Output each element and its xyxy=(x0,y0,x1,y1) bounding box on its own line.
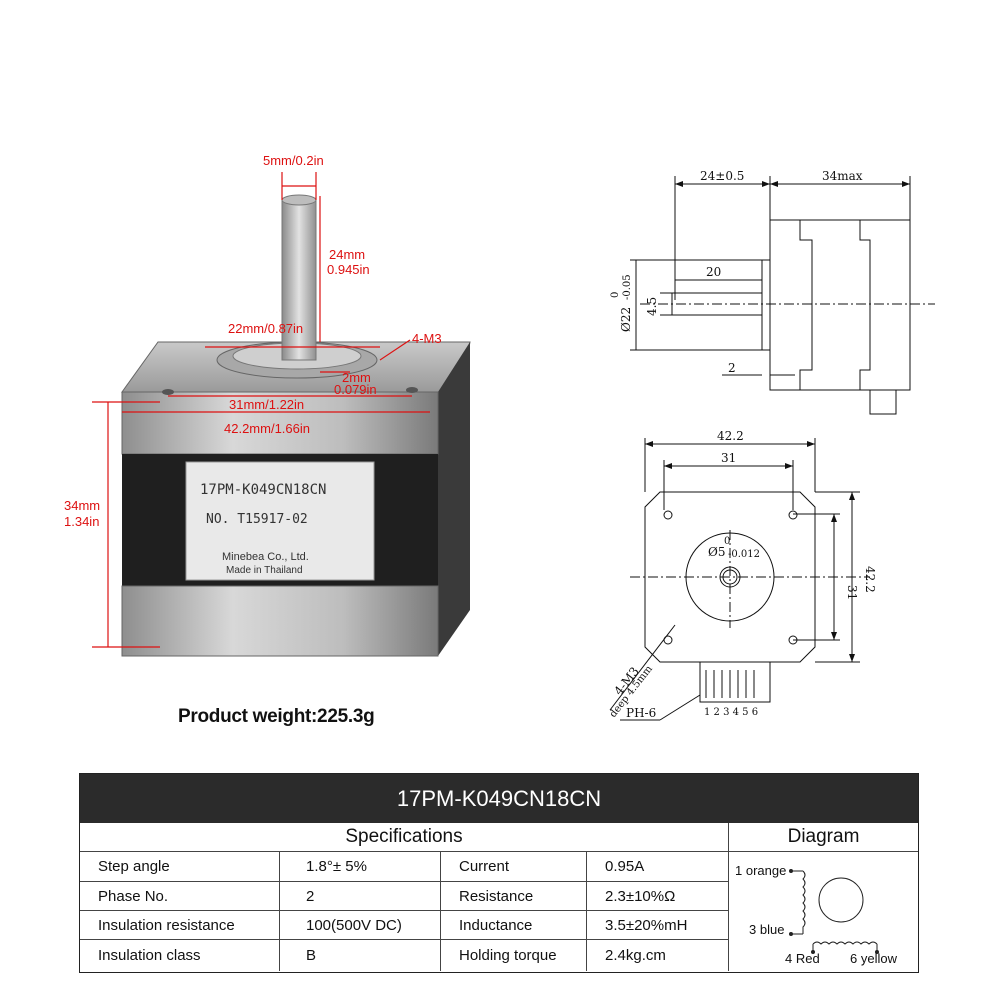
wire-label-red: 4 Red xyxy=(785,951,820,966)
product-photo: 5mm/0.2in 24mm 0.945in 22mm/0.87in 4-M3 … xyxy=(0,0,560,700)
table-row-value: 3.5±20%mH xyxy=(587,911,729,940)
front-width: 42.2 xyxy=(717,429,744,443)
side-shaft-length: 24±0.5 xyxy=(700,169,744,183)
side-flat-length: 20 xyxy=(706,265,721,279)
body-length-mm-dimension: 34mm xyxy=(64,498,101,513)
front-shaft-tol-upper: 0 xyxy=(724,536,730,547)
table-row-label: Current xyxy=(441,852,587,882)
table-row-value: 2.3±10%Ω xyxy=(587,882,729,911)
table-row-value: 0.95A xyxy=(587,852,729,882)
wire-label-blue: 3 blue xyxy=(749,922,785,937)
shaft-length-in-dimension: 0.945in xyxy=(327,262,370,277)
table-row-label: Inductance xyxy=(441,911,587,940)
table-row-label: Step angle xyxy=(80,852,280,882)
table-row-label: Insulation class xyxy=(80,940,280,971)
front-connector-pins: 1 2 3 4 5 6 xyxy=(704,707,758,718)
wire-label-orange: 1 orange xyxy=(735,863,787,878)
boss-height-in-dimension: 0.079in xyxy=(334,382,377,397)
body-width-dimension: 42.2mm/1.66in xyxy=(224,421,310,436)
label-origin: Made in Thailand xyxy=(226,565,303,576)
boss-height-mm-dimension: 2mm xyxy=(342,370,371,385)
front-shaft-tol-lower: -0.012 xyxy=(728,549,760,560)
table-row-value: 1.8°± 5% xyxy=(280,852,441,882)
side-boss-tol-lower: -0.05 xyxy=(622,274,633,300)
motor-illustration xyxy=(92,172,471,657)
spec-table: 17PM-K049CN18CN Specifications Diagram S… xyxy=(79,773,919,973)
table-row-label: Phase No. xyxy=(80,882,280,911)
spec-heading: Specifications xyxy=(80,823,729,852)
side-flat-dimension: 4.5 xyxy=(645,297,659,316)
motor-label: 17PM-K049CN18CN NO. T15917-02 Minebea Co… xyxy=(186,462,374,580)
wire-label-yellow: 6 yellow xyxy=(850,951,897,966)
body-length-in-dimension: 1.34in xyxy=(64,514,100,529)
table-title: 17PM-K049CN18CN xyxy=(80,774,918,823)
product-weight: Product weight:225.3g xyxy=(178,706,375,727)
label-model: 17PM-K049CN18CN xyxy=(200,482,327,498)
front-height: 42.2 xyxy=(863,566,877,593)
front-hole-spacing-v: 31 xyxy=(845,585,859,600)
table-row-label: Resistance xyxy=(441,882,587,911)
mount-holes-dimension: 4-M3 xyxy=(412,331,442,346)
wiring-schematic xyxy=(789,869,879,954)
front-connector: PH-6 xyxy=(626,706,656,720)
table-row-value: 100(500V DC) xyxy=(280,911,441,940)
side-boss-height: 2 xyxy=(728,361,736,375)
table-row-label: Holding torque xyxy=(441,940,587,971)
label-serial: NO. T15917-02 xyxy=(206,512,308,527)
table-row-value: 2.4kg.cm xyxy=(587,940,729,971)
shaft-length-mm-dimension: 24mm xyxy=(329,247,366,262)
side-boss-diameter: Ø22 xyxy=(619,307,633,332)
table-row-value: 2 xyxy=(280,882,441,911)
table-row-value: B xyxy=(280,940,441,971)
front-shaft-diameter: Ø5 xyxy=(708,545,725,559)
table-row-label: Insulation resistance xyxy=(80,911,280,940)
shaft-width-dimension: 5mm/0.2in xyxy=(263,153,324,168)
label-maker: Minebea Co., Ltd. xyxy=(222,551,309,563)
wiring-diagram: 1 orange 3 blue 4 Red 6 yellow xyxy=(729,852,919,972)
diagram-heading: Diagram xyxy=(729,823,918,852)
dimension-drawing: 24±0.5 34max 20 Ø22 0 -0.05 4.5 2 42.2 3… xyxy=(608,169,935,721)
boss-diameter-dimension: 22mm/0.87in xyxy=(228,321,304,336)
hole-spacing-dimension: 31mm/1.22in xyxy=(229,397,305,412)
mechanical-drawing: 24±0.5 34max 20 Ø22 0 -0.05 4.5 2 42.2 3… xyxy=(600,150,940,730)
side-boss-tol-upper: 0 xyxy=(610,292,621,298)
front-hole-spacing-h: 31 xyxy=(721,451,736,465)
side-body-length: 34max xyxy=(822,169,863,183)
